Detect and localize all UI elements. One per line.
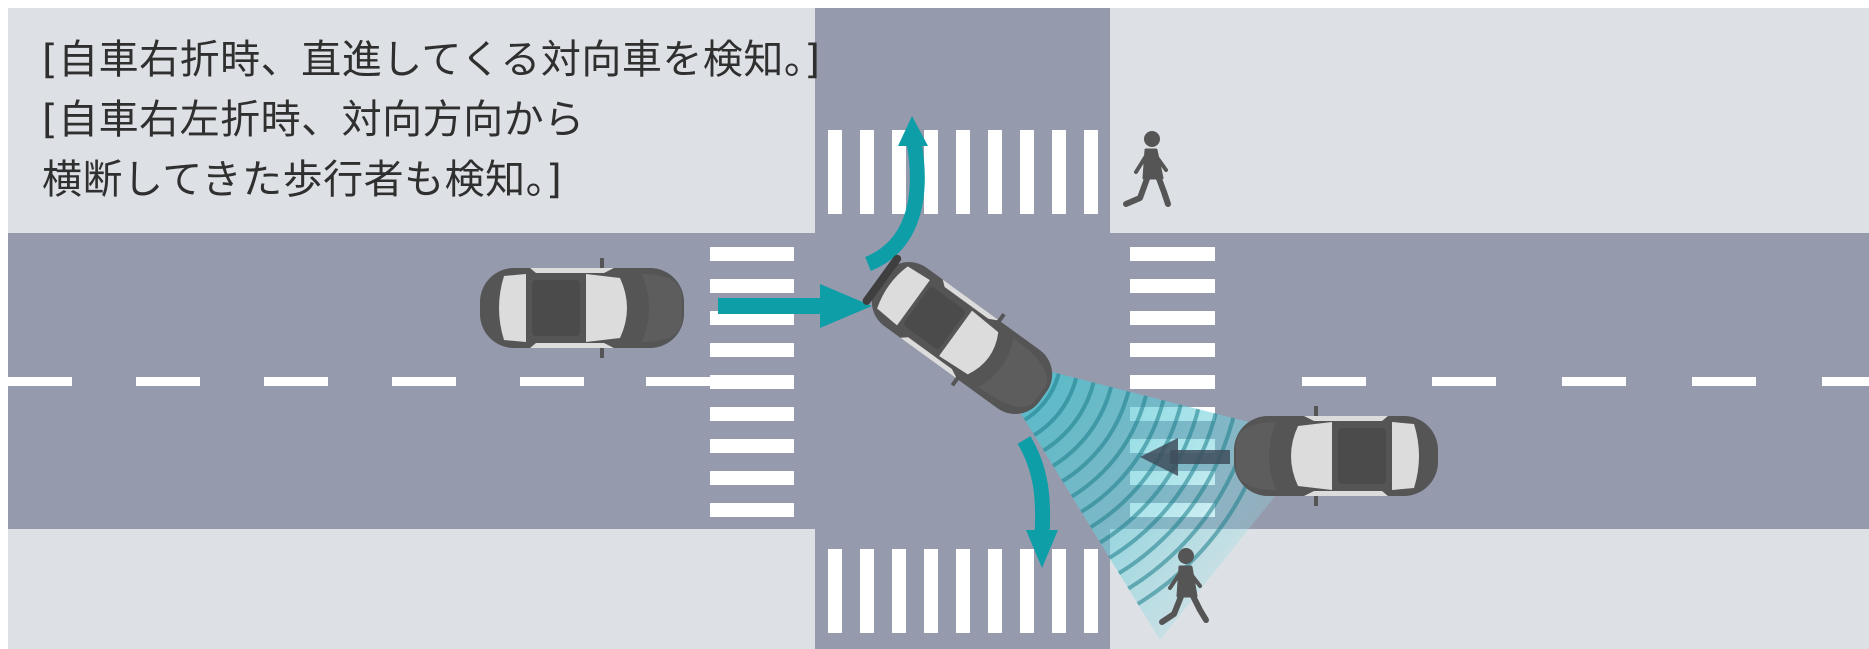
pedestrian-icon-bottom: [1159, 548, 1209, 625]
caption-line-1: [自車右折時、直進してくる対向車を検知。]: [42, 37, 821, 83]
crosswalk-top: [828, 130, 1098, 214]
pedestrian-icon-top: [1123, 131, 1171, 207]
sensor-detection-area: [985, 355, 1320, 640]
caption-line-2: [自車右左折時、対向方向から: [42, 97, 585, 143]
crosswalk-left: [710, 247, 794, 517]
caption-line-3: 横断してきた歩行者も検知。]: [42, 157, 563, 203]
car-left-straight: [480, 258, 684, 358]
right-turn-arrow: [1017, 436, 1058, 568]
center-lane-dashes: [8, 377, 1869, 386]
ego-car-turning: [862, 254, 1053, 414]
crosswalk-bottom: [828, 549, 1098, 633]
oncoming-car-arrow: [1140, 438, 1230, 476]
left-turn-arrow: [864, 116, 928, 271]
oncoming-car: [1234, 406, 1438, 506]
straight-arrow: [718, 284, 872, 328]
caption-text: [自車右折時、直進してくる対向車を検知。] [自車右左折時、対向方向から 横断し…: [42, 30, 821, 210]
